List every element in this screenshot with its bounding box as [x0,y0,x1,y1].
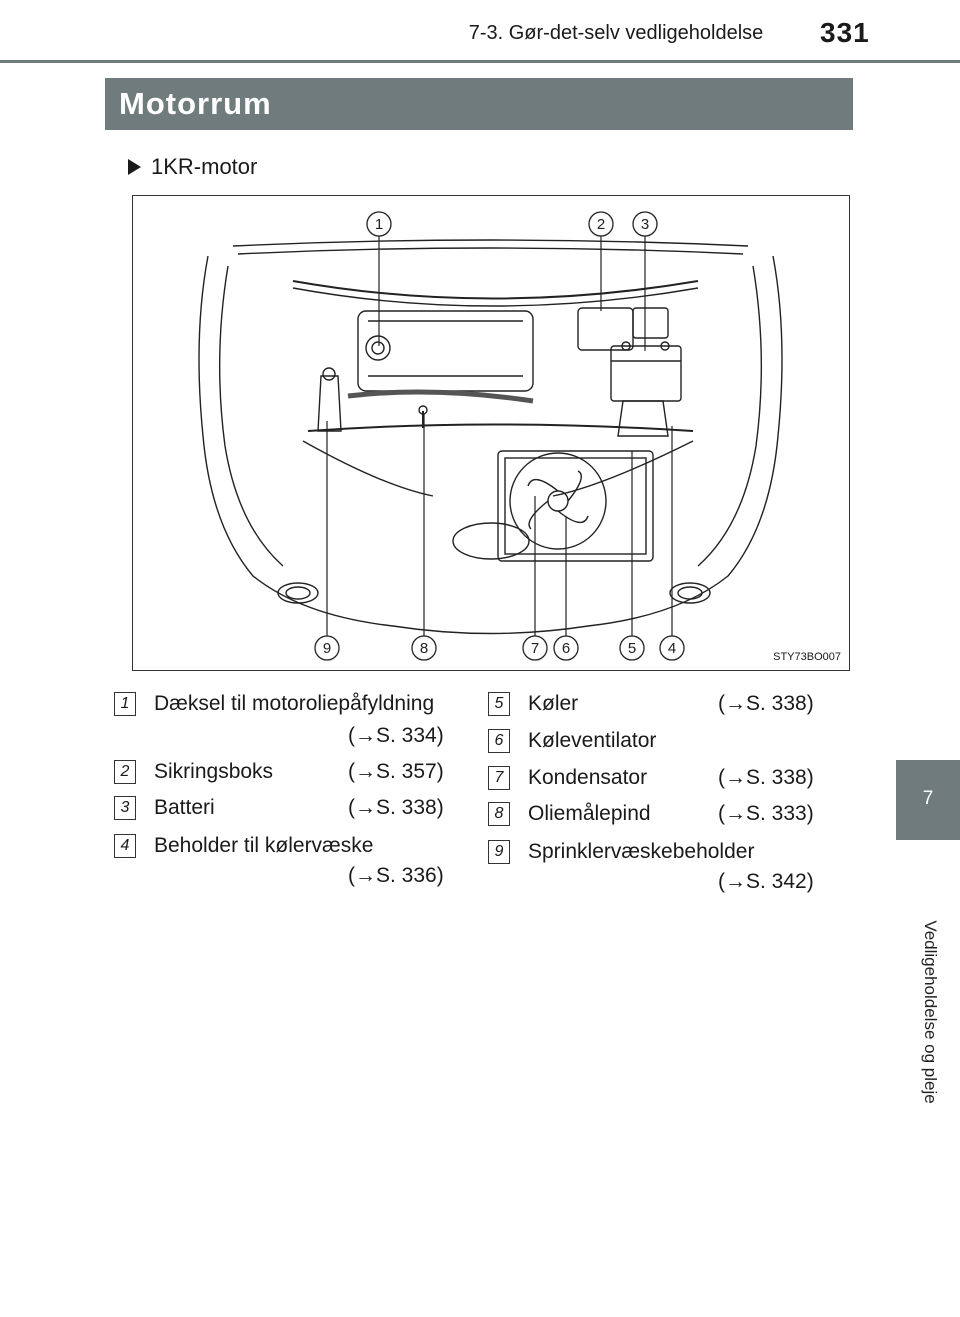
callout-5: 5 [628,640,636,657]
triangle-bullet-icon [128,159,141,175]
item-number: 8 [488,802,510,826]
page-title: Motorrum [119,86,272,121]
callout-7: 7 [531,640,539,657]
car-body-outline [198,255,394,627]
item-label: Sikringsboks [154,760,274,783]
callout-6: 6 [562,640,570,657]
subheading-text: 1KR-motor [151,154,258,179]
item-label: Beholder til kølervæske [154,834,374,857]
item-number: 1 [114,692,136,716]
engine-cover [357,310,534,392]
item-number: 5 [488,692,510,716]
callout-4: 4 [668,640,676,657]
item-number: 2 [114,760,136,784]
item-label: Batteri [154,796,215,819]
header-rule [0,60,960,63]
item-number: 4 [114,834,136,858]
item-label: Kondensator [528,766,648,789]
item-number: 6 [488,729,510,753]
cooling-fan [509,452,607,550]
item-ref[interactable]: (→S. 333) [718,802,814,825]
section-title: 7-3. Gør-det-selv vedligeholdelse [468,22,764,44]
item-ref[interactable]: (→S. 338) [718,766,814,789]
item-label: Dæksel til motoroliepåfyldning [154,692,435,715]
item-label: Oliemålepind [528,802,651,825]
item-label: Køleventilator [528,729,657,752]
engine-bay-figure: 1 2 3 4 5 6 7 8 9 STY73BO007 [132,195,850,671]
item-number: 9 [488,840,510,864]
coolant-reservoir [617,400,669,437]
engine-bay-illustration: 1 2 3 4 5 6 7 8 9 [198,211,783,661]
callout-3: 3 [641,216,649,233]
callout-9: 9 [323,640,331,657]
item-ref[interactable]: (→S. 338) [718,692,814,715]
callout-8: 8 [420,640,428,657]
item-ref[interactable]: (→S. 357) [348,760,444,783]
subheading: 1KR-motor [128,154,257,180]
item-ref[interactable]: (→S. 334) [348,724,444,747]
callout-1: 1 [375,216,383,233]
figure-code: STY73BO007 [773,651,841,663]
fuse-box [577,307,634,351]
washer-reservoir [317,375,342,432]
item-ref[interactable]: (→S. 338) [348,796,444,819]
battery [610,345,682,402]
callout-2: 2 [597,216,605,233]
item-number: 3 [114,796,136,820]
chapter-tab[interactable]: 7 [896,760,960,840]
item-label: Sprinklervæskebeholder [528,840,755,863]
chapter-number: 7 [922,788,934,809]
item-ref[interactable]: (→S. 336) [348,864,444,887]
item-number: 7 [488,766,510,790]
chapter-label: Vedligeholdelse og pleje [921,920,940,1104]
radiator [497,450,654,562]
page-number: 331 [820,17,870,48]
title-bar: Motorrum [105,78,853,130]
item-ref[interactable]: (→S. 342) [718,870,814,893]
item-label: Køler [528,692,579,715]
oil-filler-cap [365,335,391,361]
hood-edge [232,239,749,247]
